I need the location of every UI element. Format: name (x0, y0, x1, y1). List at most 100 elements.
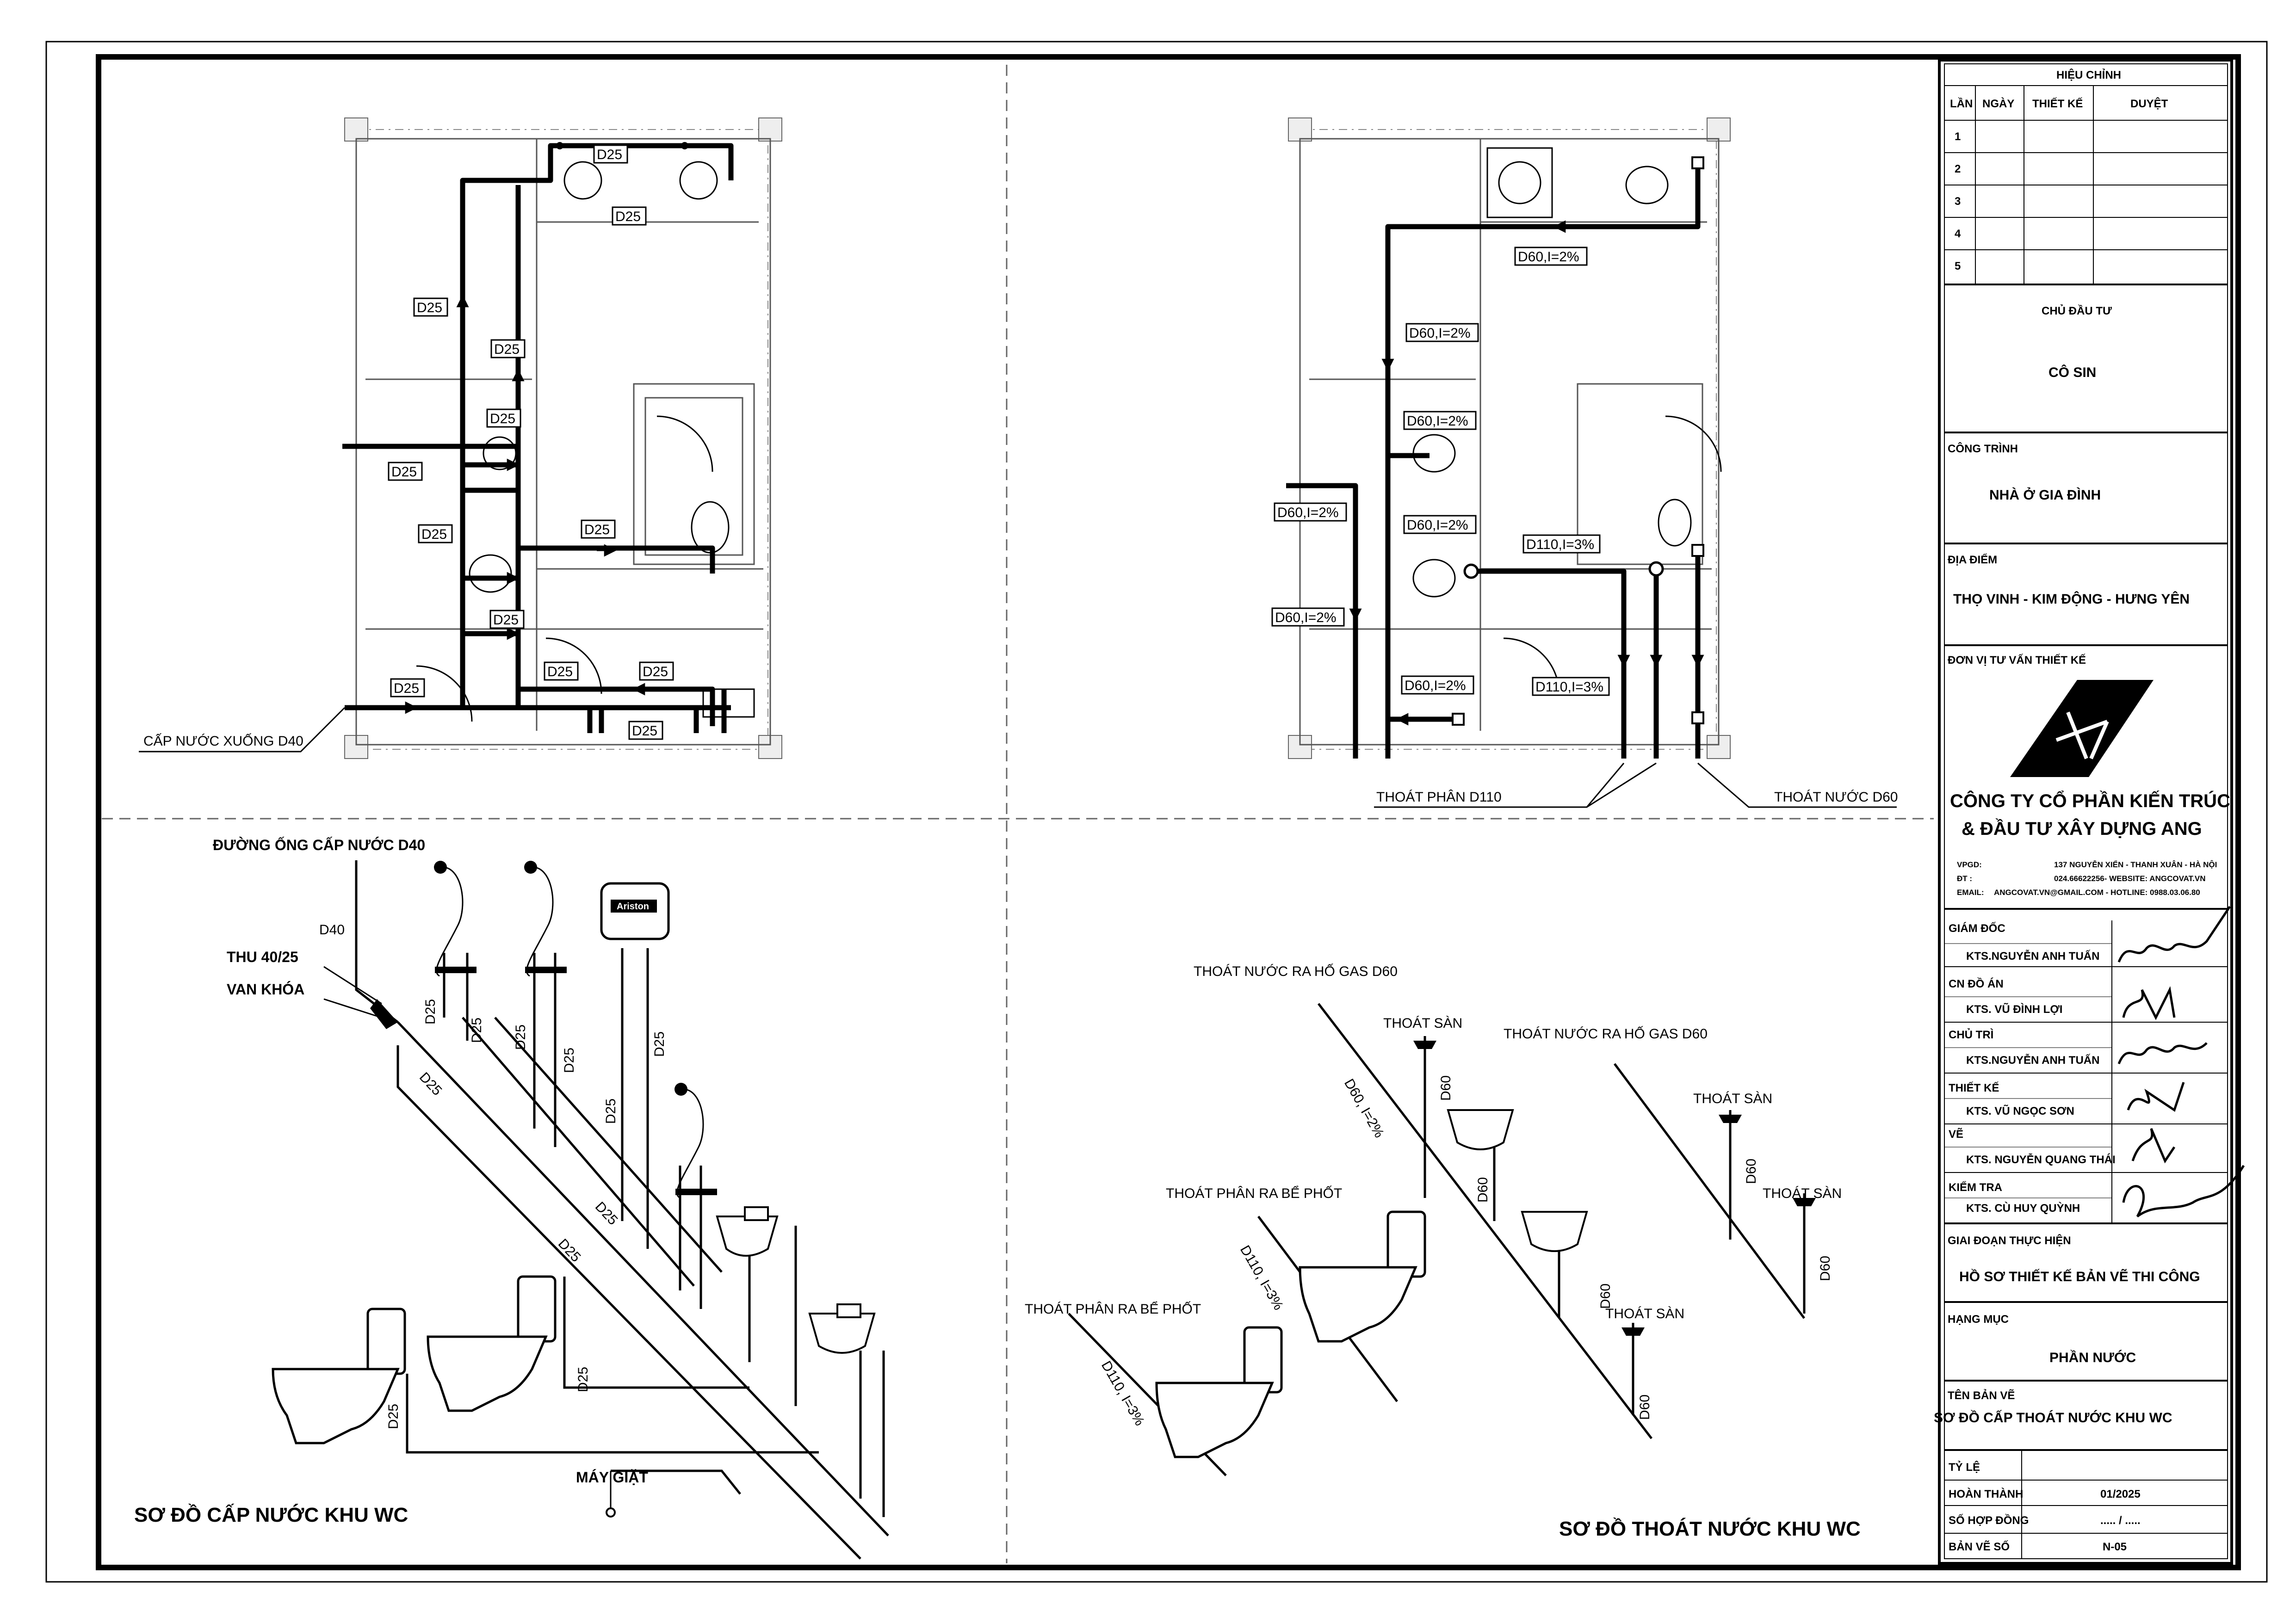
drain-plan-tag: D60,I=2% (1405, 323, 1479, 342)
drain-iso-pipe-label: D60 (1818, 1256, 1833, 1281)
svg-text:D25: D25 (494, 342, 520, 357)
drain-outlet-d60: THOÁT NƯỚC D60 (1774, 790, 1898, 805)
supply-iso-pipe-label: D25 (423, 999, 438, 1024)
supply-plan-tag: D25 (486, 408, 521, 428)
supply-iso-pipe-label: D25 (416, 1069, 445, 1098)
svg-text:KTS. VŨ ĐÌNH LỢI: KTS. VŨ ĐÌNH LỢI (1966, 1003, 2062, 1016)
supply-plan-tag: D25 (390, 678, 425, 697)
supply-iso-washer: MÁY GIẶT (576, 1469, 648, 1486)
drain-iso-pipe-label: D110, I=3% (1237, 1243, 1286, 1313)
supply-iso-pipe-label: D25 (562, 1048, 577, 1073)
rev-header: NGÀY (1982, 97, 2014, 110)
svg-text:KTS. NGUYỄN QUANG THÁI: KTS. NGUYỄN QUANG THÁI (1966, 1153, 2116, 1166)
contact-key: VPGD: (1957, 860, 1982, 869)
toilet-icon (427, 1275, 557, 1412)
supply-iso-pipe-label: D25 (603, 1098, 619, 1124)
contact-value: ANGCOVAT.VN@GMAIL.COM - HOTLINE: 0988.03… (1994, 888, 2200, 897)
svg-text:D110,I=3%: D110,I=3% (1526, 537, 1594, 552)
staff-row: THIẾT KẾ KTS. VŨ NGỌC SƠN (1944, 1081, 2112, 1117)
staff-row: CHỦ TRÌ KTS.NGUYỄN ANH TUẤN (1944, 1028, 2112, 1067)
drain-iso-pipe-label: D60 (1438, 1075, 1454, 1101)
company-name-1: CÔNG TY CỔ PHẦN KIẾN TRÚC (1950, 790, 2230, 811)
floor-drain-label: THOÁT SÀN (1383, 1016, 1462, 1031)
supply-iso-pipe-label: D25 (592, 1199, 621, 1228)
supply-iso-reducer: THU 40/25 (227, 949, 298, 965)
location-label: ĐỊA ĐIỂM (1948, 553, 1997, 566)
svg-text:D25: D25 (421, 527, 447, 542)
item-label: HẠNG MỤC (1948, 1313, 2009, 1326)
investor-label: CHỦ ĐẦU TƯ (2042, 304, 2112, 317)
rev-header: LẦN (1950, 97, 1973, 110)
project-label: CÔNG TRÌNH (1948, 442, 2018, 455)
drain-plan-tag: D60,I=2% (1403, 515, 1477, 534)
floor-drain-label: THOÁT SÀN (1763, 1186, 1842, 1201)
company-logo (2010, 680, 2154, 777)
drain-plan-tag: D60,I=2% (1514, 247, 1588, 266)
supply-plan-tag: D25 (593, 144, 628, 164)
sheet-number: N-05 (2103, 1541, 2127, 1553)
contract-label: SỐ HỢP ĐỒNG (1949, 1514, 2029, 1527)
supply-iso-pipe-label: D25 (386, 1404, 401, 1429)
drain-plan-tag: D60,I=2% (1403, 411, 1477, 430)
svg-text:KTS.NGUYỄN ANH TUẤN: KTS.NGUYỄN ANH TUẤN (1966, 949, 2099, 963)
supply-plan-tag: D25 (544, 661, 579, 681)
location: THỌ VINH - KIM ĐỘNG - HƯNG YÊN (1953, 591, 2190, 607)
complete-value: 01/2025 (2100, 1488, 2141, 1500)
contract-value: ..... / ..... (2100, 1514, 2141, 1527)
rev-row: 4 (1955, 228, 1961, 240)
svg-text:GIÁM ĐỐC: GIÁM ĐỐC (1949, 922, 2005, 935)
svg-text:KTS. VŨ NGỌC SƠN: KTS. VŨ NGỌC SƠN (1966, 1105, 2074, 1117)
item: PHẦN NƯỚC (2049, 1350, 2136, 1365)
svg-text:D60,I=2%: D60,I=2% (1405, 678, 1466, 693)
svg-text:D25: D25 (493, 612, 519, 628)
toilet-icon (1155, 1326, 1283, 1458)
staff-row: GIÁM ĐỐC KTS.NGUYỄN ANH TUẤN (1944, 922, 2112, 963)
outer-border (45, 41, 2268, 1583)
supply-plan-tag: D25 (581, 519, 616, 539)
rev-row: 2 (1955, 163, 1961, 175)
contact-key: ĐT : (1957, 874, 1972, 883)
drain-plan-tag: D110,I=3% (1532, 677, 1610, 696)
drain-iso-pipe-label: D60 (1475, 1177, 1491, 1203)
complete-label: HOÀN THÀNH (1949, 1487, 2023, 1500)
company-name-2: & ĐẦU TƯ XÂY DỰNG ANG (1962, 818, 2202, 839)
septic-label-2: THOÁT PHÂN RA BỂ PHỐT (1025, 1301, 1201, 1317)
svg-text:KTS. CÙ HUY QUỲNH: KTS. CÙ HUY QUỲNH (1966, 1202, 2080, 1215)
staff-row: VẼ KTS. NGUYỄN QUANG THÁI (1944, 1128, 2116, 1166)
septic-label-1: THOÁT PHÂN RA BỂ PHỐT (1166, 1185, 1342, 1201)
revision-title: HIỆU CHỈNH (2056, 68, 2121, 81)
drain-iso-pipe-label: D60 (1598, 1284, 1613, 1309)
drain-iso-pipe-label: D60 (1744, 1159, 1759, 1184)
svg-text:D25: D25 (643, 664, 668, 679)
svg-text:D25: D25 (417, 300, 442, 315)
contact-value: 137 NGUYỄN XIỂN - THANH XUÂN - HÀ NỘI (2054, 860, 2217, 869)
drain-plan-tag: D60,I=2% (1274, 502, 1347, 522)
svg-text:KTS.NGUYỄN ANH TUẤN: KTS.NGUYỄN ANH TUẤN (1966, 1053, 2099, 1067)
staff-row: KIỂM TRA KTS. CÙ HUY QUỲNH (1944, 1181, 2112, 1215)
floor-drain-label: THOÁT SÀN (1693, 1091, 1772, 1106)
toilet-icon (272, 1308, 406, 1444)
supply-plan-tag: D25 (413, 297, 448, 317)
supply-iso-title: SƠ ĐỒ CẤP NƯỚC KHU WC (134, 1503, 408, 1526)
drain-plan-tag: D60,I=2% (1271, 607, 1345, 627)
svg-text:D25: D25 (632, 723, 657, 739)
supply-iso-pipe-label: D25 (576, 1367, 591, 1392)
supply-plan-tag: D25 (639, 661, 674, 681)
drain-plan-tag: D60,I=2% (1401, 675, 1474, 695)
svg-text:D25: D25 (547, 664, 573, 679)
svg-text:D25: D25 (597, 147, 622, 162)
supply-iso-pipe-label: D25 (555, 1236, 584, 1265)
supply-iso-pipe-label: D25 (469, 1018, 484, 1043)
svg-text:THIẾT KẾ: THIẾT KẾ (1949, 1081, 1999, 1094)
heater-brand: Ariston (617, 901, 649, 912)
consultant-label: ĐƠN VỊ TƯ VẤN THIẾT KẾ (1948, 654, 2086, 666)
supply-plan-tag: D25 (628, 721, 663, 740)
supply-plan-tag: D25 (418, 524, 453, 543)
floor-drain-label: THOÁT SÀN (1605, 1306, 1684, 1321)
investor: CÔ SIN (2048, 364, 2096, 380)
scale-label: TỶ LỆ (1949, 1460, 1980, 1474)
drawing-label: TÊN BẢN VẼ (1948, 1388, 2015, 1402)
supply-iso-pipe-label: D25 (652, 1031, 667, 1057)
svg-text:D60,I=2%: D60,I=2% (1407, 518, 1468, 533)
